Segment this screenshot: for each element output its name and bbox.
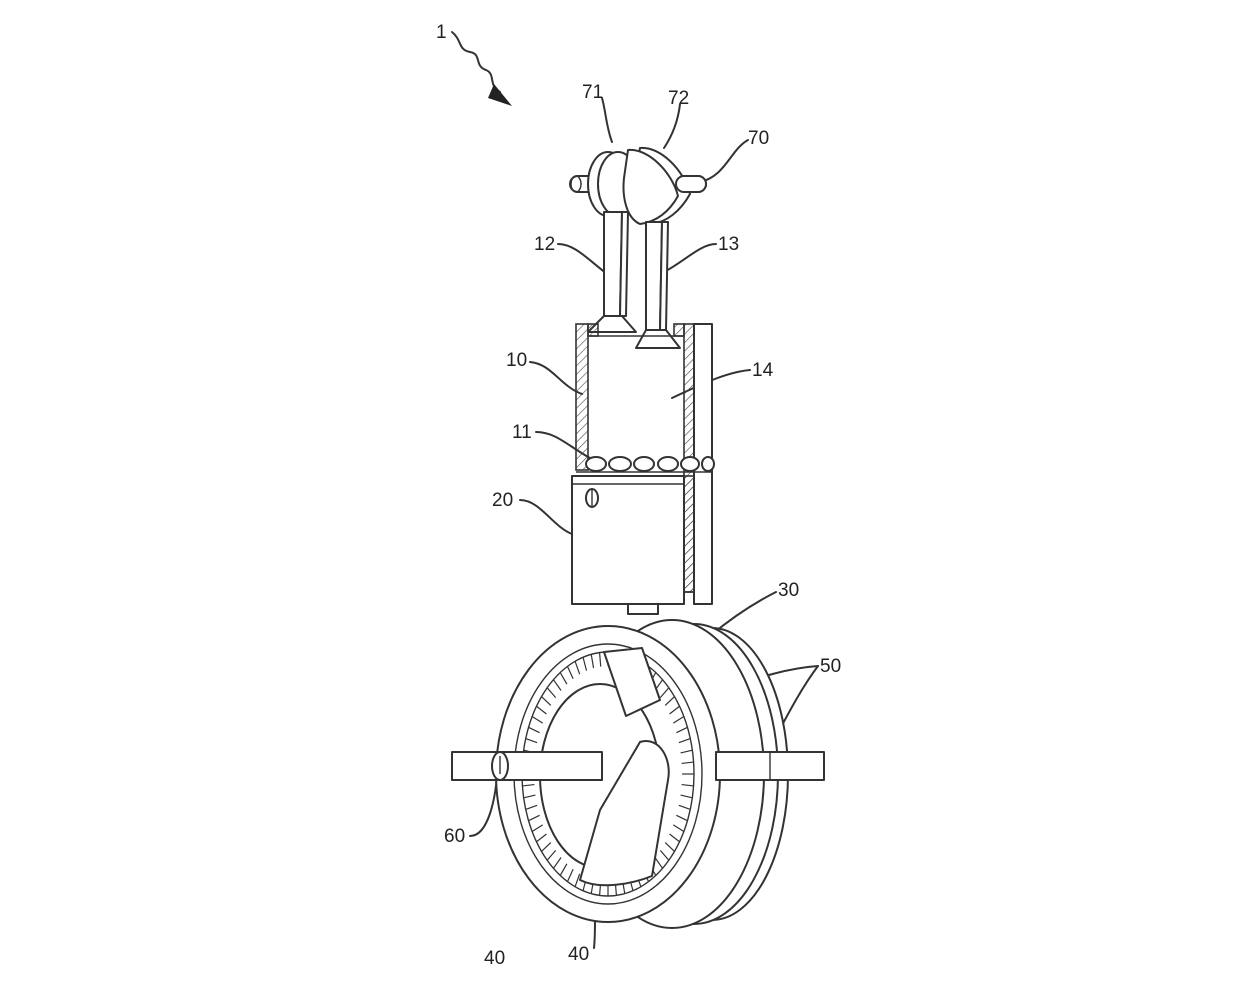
gear-tooth <box>678 738 691 744</box>
gear-tooth <box>525 738 538 744</box>
gear-tooth <box>528 814 540 822</box>
gear-tooth <box>680 749 693 754</box>
gear-tooth <box>541 842 552 852</box>
gear-tooth <box>676 726 688 734</box>
label-40-cut: 40 <box>484 948 505 969</box>
label-40: 40 <box>568 944 589 965</box>
gear-tooth <box>680 794 693 799</box>
label-50: 50 <box>820 656 841 677</box>
label-70: 70 <box>748 128 769 149</box>
label-12: 12 <box>534 234 555 255</box>
label-11: 11 <box>512 422 532 443</box>
labels: 1 71 72 70 12 13 10 14 11 20 30 50 60 40… <box>436 22 841 969</box>
gear-tooth <box>541 696 552 706</box>
gear-tooth <box>528 726 540 734</box>
gear-wheels <box>495 619 789 929</box>
gear-tooth <box>672 824 685 833</box>
gear-tooth <box>574 873 581 887</box>
gear-tooth <box>552 857 562 869</box>
gear-tooth <box>559 672 568 685</box>
gear-tooth <box>681 761 694 765</box>
gear-tooth <box>574 661 581 675</box>
label-30: 30 <box>778 580 799 601</box>
label-14: 14 <box>752 360 774 381</box>
shaft <box>451 751 825 781</box>
gear-tooth <box>546 687 557 699</box>
gear-tooth <box>654 857 664 869</box>
label-20: 20 <box>492 490 513 511</box>
gear-tooth <box>678 804 691 810</box>
gear-tooth <box>669 833 680 843</box>
label-10: 10 <box>506 350 527 371</box>
gear-tooth <box>659 687 670 699</box>
label-71: 71 <box>582 82 603 103</box>
gear-tooth <box>664 696 675 706</box>
gear-tooth <box>523 794 536 799</box>
gear-tooth <box>590 654 595 669</box>
gear-tooth <box>536 705 547 715</box>
ball-row <box>576 456 715 473</box>
block <box>571 475 695 615</box>
gear-tooth <box>559 863 568 876</box>
label-13: 13 <box>718 234 739 255</box>
gear-tooth <box>566 868 574 882</box>
gear-tooth <box>531 715 544 724</box>
gear-tooth <box>659 849 670 861</box>
gear-tooth <box>582 657 588 671</box>
gear-tooth <box>531 824 544 833</box>
gear-tooth <box>546 849 557 861</box>
label-60: 60 <box>444 826 465 847</box>
label-1: 1 <box>436 22 447 43</box>
gear-tooth <box>672 715 685 724</box>
gear-tooth <box>552 679 562 691</box>
gear-tooth <box>681 783 694 787</box>
gear-tooth <box>669 705 680 715</box>
camshaft-assembly <box>569 146 707 225</box>
valve-stems <box>587 211 681 349</box>
gear-tooth <box>536 833 547 843</box>
gear-tooth <box>598 652 602 667</box>
label-72: 72 <box>668 88 689 109</box>
gear-tooth <box>525 804 538 810</box>
gear-tooth <box>676 814 688 822</box>
gear-tooth <box>522 783 535 787</box>
gear-tooth <box>566 666 574 680</box>
gear-tooth <box>664 842 675 852</box>
